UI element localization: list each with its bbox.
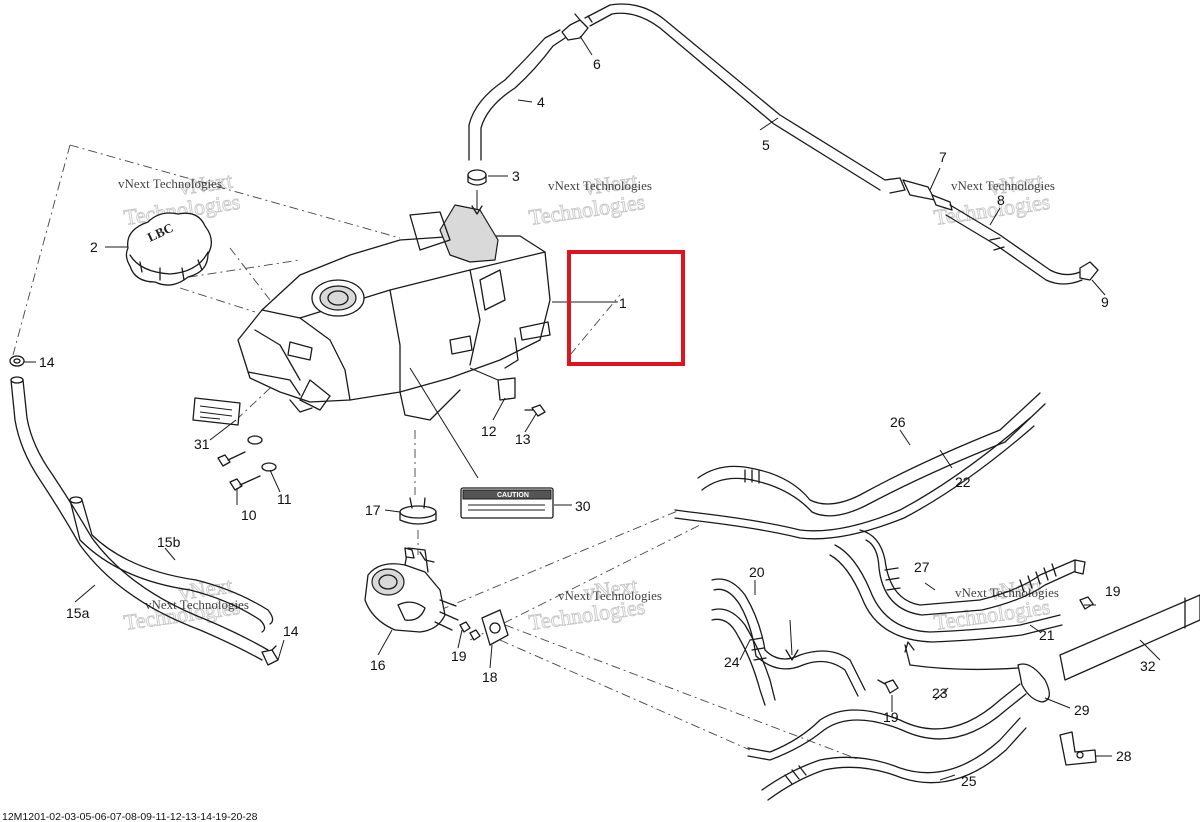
callout-numbers: 1 2 3 4 5 6 7 8 9 10 11 12 13 14 14 15a … — [39, 56, 1156, 789]
callout-15b: 15b — [157, 534, 181, 550]
callout-19-right: 19 — [1105, 583, 1121, 599]
callout-17: 17 — [365, 502, 381, 518]
callout-2: 2 — [90, 239, 98, 255]
vent-hose-8-9 — [945, 204, 1099, 285]
svg-text:vNext Technologies: vNext Technologies — [558, 588, 662, 603]
callout-6: 6 — [593, 56, 601, 72]
callout-8: 8 — [997, 192, 1005, 208]
callout-11: 11 — [277, 491, 292, 507]
callout-30: 30 — [575, 498, 591, 514]
screws-19-pump — [459, 621, 481, 641]
warning-label — [192, 397, 241, 426]
callout-14-bottom: 14 — [283, 623, 299, 639]
hose-15a — [10, 376, 269, 661]
check-valve-6 — [561, 13, 593, 41]
drawing-code: 12M1201-02-03-05-06-07-08-09-11-12-13-14… — [2, 811, 258, 822]
fuel-hose-26 — [697, 392, 1046, 517]
callout-25: 25 — [961, 773, 977, 789]
svg-text:vNext Technologies: vNext Technologies — [548, 178, 652, 193]
cable-tie-29 — [904, 644, 1050, 703]
fuel-hose-24 — [711, 608, 776, 706]
fasteners-10-11 — [217, 435, 277, 491]
callout-26: 26 — [890, 414, 906, 430]
fitting-7 — [902, 179, 953, 211]
callout-15a: 15a — [66, 605, 90, 621]
screw-19-right — [1079, 596, 1094, 610]
fuel-hose-23 — [747, 683, 1027, 761]
heat-protector-32 — [1059, 594, 1200, 681]
fuel-hose-22 — [674, 417, 1035, 540]
bracket-28 — [1059, 731, 1097, 766]
callout-20: 20 — [749, 564, 765, 580]
hose-15b — [69, 496, 274, 633]
fuel-hose-25 — [761, 717, 1027, 801]
seal-18 — [481, 609, 509, 646]
assembly-dash-lines — [12, 144, 861, 761]
callout-32: 32 — [1140, 658, 1156, 674]
clamp-3 — [467, 169, 487, 215]
callout-14-top: 14 — [39, 354, 55, 370]
svg-text:CAUTION: CAUTION — [497, 492, 529, 499]
callout-19-pump: 19 — [451, 648, 467, 664]
callout-5: 5 — [762, 137, 770, 153]
svg-text:vNext Technologies: vNext Technologies — [118, 176, 222, 191]
watermark-top-right: vNext Technologies vNext Technologies — [932, 167, 1055, 230]
callout-23: 23 — [932, 685, 948, 701]
callout-1: 1 — [619, 295, 627, 311]
callout-21: 21 — [1039, 627, 1055, 643]
fuel-tank — [237, 204, 551, 421]
fuel-cap: LBC — [125, 212, 212, 286]
callout-28: 28 — [1116, 748, 1132, 764]
highlight-box-part-1[interactable] — [567, 250, 685, 366]
svg-text:vNext Technologies: vNext Technologies — [951, 178, 1055, 193]
callout-22: 22 — [955, 474, 971, 490]
callout-31: 31 — [194, 436, 210, 452]
fuel-hose-27 — [859, 529, 1086, 616]
callout-10: 10 — [241, 507, 257, 523]
fuel-hose-21 — [829, 544, 1063, 643]
fuel-hose-20 — [711, 578, 866, 697]
callout-4: 4 — [537, 94, 545, 110]
callout-9: 9 — [1101, 294, 1109, 310]
callout-12: 12 — [481, 423, 497, 439]
vent-hose-5 — [584, 3, 906, 194]
caution-label: CAUTION — [460, 487, 554, 519]
clamp-14-top — [9, 355, 25, 367]
callout-16: 16 — [370, 657, 386, 673]
watermark-top-center: vNext Technologies vNext Technologies — [527, 167, 652, 230]
callout-19-lower: 19 — [883, 709, 899, 725]
callout-13: 13 — [515, 431, 531, 447]
clamp-17 — [399, 497, 437, 525]
watermark-bottom-center: vNext Technologies vNext Technologies — [527, 572, 662, 635]
fuel-pump — [364, 547, 459, 633]
callout-24: 24 — [724, 654, 740, 670]
clamp-14-bottom — [261, 645, 279, 666]
callout-3: 3 — [512, 168, 520, 184]
callout-18: 18 — [482, 669, 498, 685]
bracket-12-bolt-13 — [469, 367, 546, 417]
callout-7: 7 — [939, 149, 947, 165]
screw-19-lower — [877, 679, 899, 694]
hose-4 — [468, 29, 566, 161]
callout-leaders — [24, 35, 1161, 781]
callout-27: 27 — [914, 559, 930, 575]
callout-29: 29 — [1074, 702, 1090, 718]
